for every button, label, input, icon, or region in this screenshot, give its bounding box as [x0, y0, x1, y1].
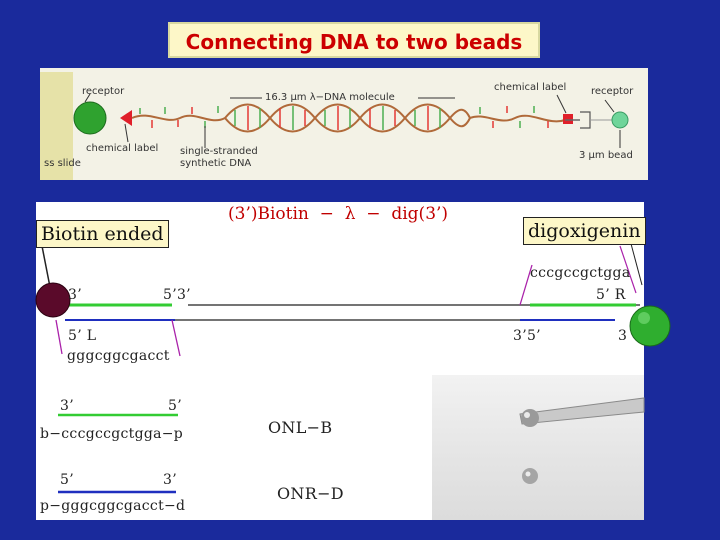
biotin-lambda-dig-formula: (3’)Biotin − λ − dig(3’) — [228, 204, 449, 224]
strand-right-sequence: cccgccgctgga — [530, 265, 631, 281]
strand-left-3-label: 3’ — [68, 287, 82, 303]
right-ss-tail — [469, 114, 566, 123]
strand-right-3-label: 3 — [618, 328, 628, 344]
oligo1-name: ONL−B — [268, 418, 333, 437]
digoxigenin-bead — [629, 305, 671, 347]
synthetic-dna-label: synthetic DNA — [180, 158, 252, 169]
glass-slide — [40, 72, 73, 180]
single-stranded-label: single-stranded — [180, 146, 258, 157]
strand-right-5R-label: 5’ R — [596, 287, 626, 303]
oligo1-5-end: 5’ — [168, 398, 182, 414]
glass-slide-label: ss slide — [44, 158, 81, 169]
dna-helix-strand-1 — [224, 103, 471, 133]
dna-helix-strand-2 — [224, 103, 471, 133]
oligo2-name: ONR−D — [277, 484, 344, 503]
photo-bead-lower — [522, 468, 538, 484]
oligo1-sequence: b−cccgccgctgga−p — [40, 426, 184, 442]
chemical-label-right: chemical label — [494, 82, 567, 93]
strand-left-sequence: gggcggcgacct — [67, 348, 170, 364]
biotin-pointer-line — [41, 245, 51, 288]
bead-size-label: 3 μm bead — [579, 150, 633, 161]
biotin-bead — [35, 282, 71, 318]
microscope-photo — [432, 375, 644, 520]
receptor-left-label: receptor — [82, 86, 125, 97]
chemical-label-left: chemical label — [86, 143, 159, 154]
photo-bead-upper — [521, 409, 539, 427]
top-diagram-panel — [40, 68, 648, 180]
slide-title: Connecting DNA to two beads — [168, 22, 540, 58]
strand-left-53-label: 5’3’ — [163, 287, 191, 303]
left-bead — [73, 101, 107, 135]
right-bead-small — [611, 111, 629, 129]
oligo1-3-end: 3’ — [60, 398, 74, 414]
left-ss-tail — [131, 114, 226, 122]
left-receptor — [120, 110, 132, 126]
micropipette — [519, 397, 645, 425]
receptor-right-label: receptor — [591, 86, 634, 97]
oligo2-3-end: 3’ — [163, 472, 177, 488]
right-chemical-label — [563, 114, 573, 124]
digoxigenin-label: digoxigenin — [523, 217, 646, 245]
oligo2-sequence: p−gggcggcgacct−d — [40, 498, 186, 514]
oligo2-5-end: 5’ — [60, 472, 74, 488]
dna-molecule-label: 16.3 μm λ−DNA molecule — [265, 92, 395, 103]
strand-left-5L-label: 5’ L — [68, 328, 97, 344]
biotin-ended-label: Biotin ended — [36, 220, 169, 248]
strand-right-35-label: 3’5’ — [513, 328, 541, 344]
